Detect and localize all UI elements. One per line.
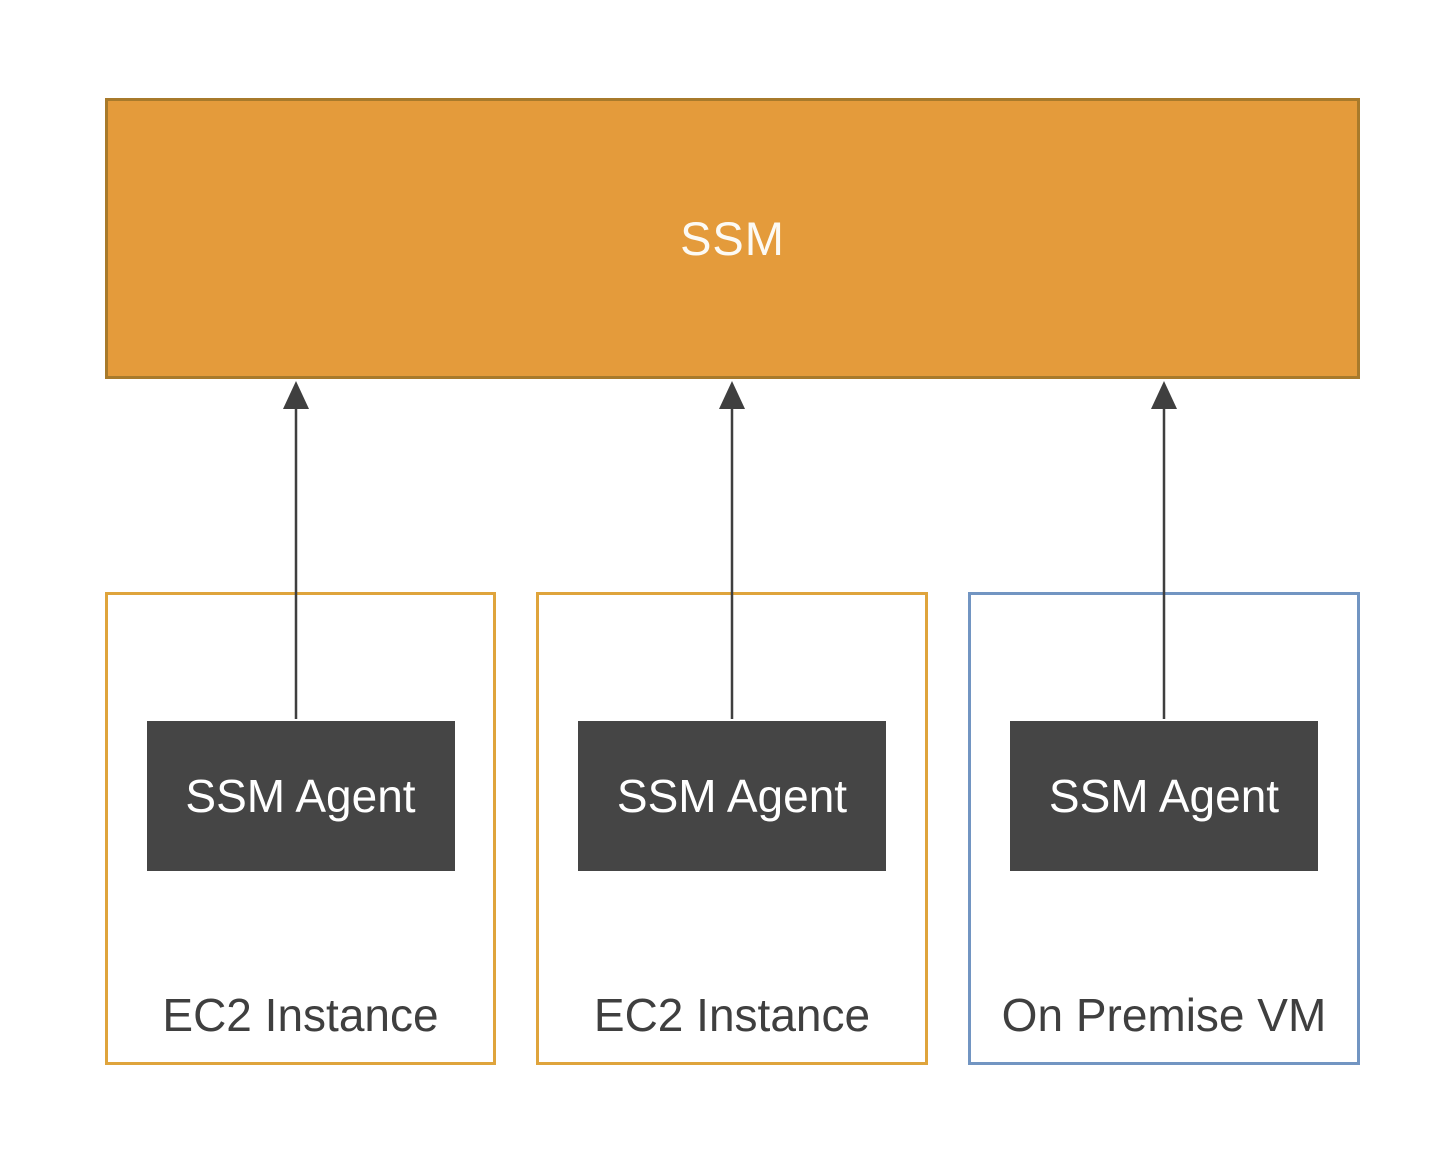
arrow-up-icon [719, 381, 745, 409]
arrow-up-icon [283, 381, 309, 409]
ssm-service-label: SSM [680, 212, 785, 265]
ssm-agent-box-3: SSM Agent [1010, 721, 1318, 871]
ssm-agent-box-1: SSM Agent [146, 721, 455, 871]
ssm-service-box: SSM [105, 98, 1360, 379]
arrow-up-icon [1151, 381, 1177, 409]
ssm-agent-box-2: SSM Agent [578, 721, 886, 871]
host-label-on-premise-vm: On Premise VM [1001, 989, 1327, 1041]
ssm-agent-label-1: SSM Agent [185, 770, 416, 822]
host-box-on-premise-vm: SSM Agent On Premise VM [968, 592, 1360, 1065]
host-box-ec2-instance-2: SSM Agent EC2 Instance [536, 592, 928, 1065]
host-label-ec2-instance-2: EC2 Instance [593, 989, 871, 1041]
ssm-agent-label-2: SSM Agent [616, 770, 848, 822]
host-box-ec2-instance-1: SSM Agent EC2 Instance [105, 592, 496, 1065]
ssm-agent-label-3: SSM Agent [1048, 770, 1280, 822]
host-label-ec2-instance-1: EC2 Instance [162, 989, 439, 1041]
